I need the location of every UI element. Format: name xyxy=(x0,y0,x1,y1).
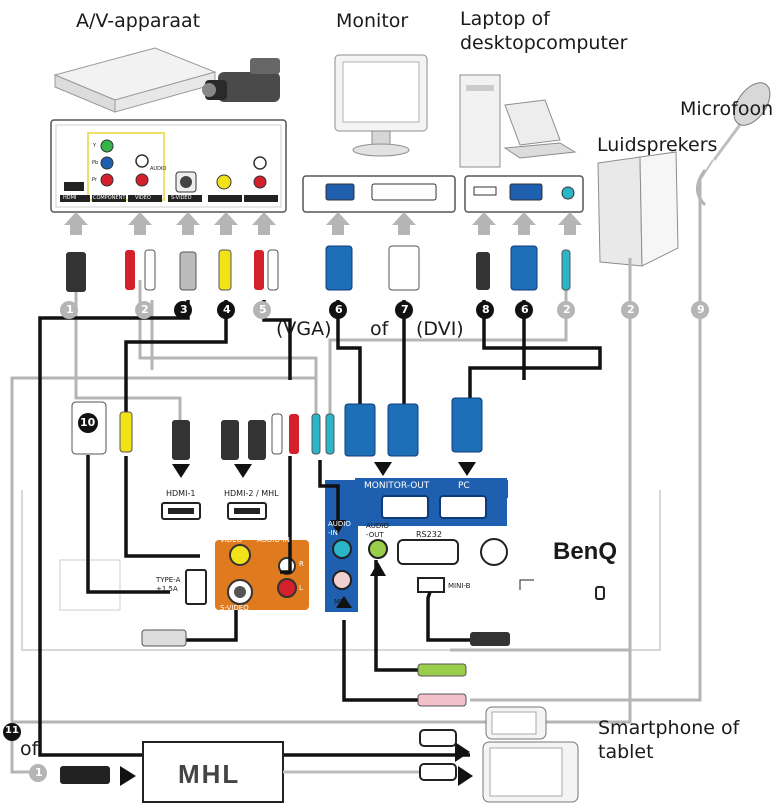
gray-cables xyxy=(12,180,700,772)
cable-number: 10 xyxy=(80,416,95,430)
cable-number: 11 xyxy=(5,725,19,738)
av-panel-component-label: COMPONENT xyxy=(93,195,125,201)
cable-number: 2 xyxy=(141,303,149,317)
av-device-panel xyxy=(51,120,286,212)
cable-plugs-top xyxy=(66,246,570,292)
or-label-middle: of xyxy=(370,318,388,342)
cable-number: 5 xyxy=(259,303,267,317)
av-panel-svideo-label: S-VIDEO xyxy=(171,195,192,201)
hdmi2-port-label: HDMI-2 / MHL xyxy=(224,489,279,499)
cable-number: 6 xyxy=(521,303,529,317)
dvi-label: (DVI) xyxy=(416,318,464,342)
camcorder-icon xyxy=(202,58,280,102)
mhl-logo: MHL xyxy=(178,758,240,791)
microphone-label: Microfoon xyxy=(680,98,773,122)
speakers-icon xyxy=(598,152,678,266)
av-panel-audio-label: AUDIO xyxy=(150,166,166,172)
monitor-port-panel xyxy=(303,176,455,212)
computer-icon xyxy=(460,75,575,167)
mini-b-port-label: MINI-B xyxy=(448,582,470,591)
av-panel-y-label: Y xyxy=(93,143,96,149)
cable-number: 7 xyxy=(401,303,409,317)
cable-number: 2 xyxy=(627,303,635,317)
pc-port-label: PC xyxy=(458,481,470,492)
av-panel-pr-label: Pr xyxy=(92,177,97,183)
cable-number: 2 xyxy=(563,303,571,317)
audio-out-label: AUDIO -OUT xyxy=(366,522,389,540)
vga-label: (VGA) xyxy=(276,318,332,342)
audio-in-mini-label: AUDIO -IN xyxy=(328,520,351,538)
cable-number: 9 xyxy=(697,303,705,317)
mhl-adapter-icon xyxy=(60,730,456,802)
monitor-icon xyxy=(335,55,427,156)
up-arrows xyxy=(64,212,582,235)
or-label-left: of xyxy=(20,738,38,762)
audio-in-port-label: AUDIO-IN xyxy=(257,536,290,545)
r-port-label: R xyxy=(299,560,304,569)
cable-number: 1 xyxy=(66,303,74,317)
av-panel-hdmi-label: HDMI xyxy=(63,195,76,201)
computer-port-panel xyxy=(465,176,583,212)
svideo-port-label: S-VIDEO xyxy=(220,604,249,613)
cable-number: 8 xyxy=(482,303,490,317)
mic-port-label: MIC xyxy=(334,598,347,607)
benq-logo: BenQ xyxy=(553,537,617,567)
av-device-label: A/V-apparaat xyxy=(76,10,200,34)
video-port-label: VIDEO xyxy=(220,536,242,545)
monitor-label: Monitor xyxy=(336,10,408,34)
l-port-label: L xyxy=(299,584,303,593)
av-panel-video-label: VIDEO xyxy=(135,195,151,201)
monitor-out-port-label: MONITOR-OUT xyxy=(364,481,429,492)
computer-label: Laptop of desktopcomputer xyxy=(460,8,627,56)
smartphone-label: Smartphone of tablet xyxy=(598,717,739,765)
cable-number: 4 xyxy=(223,303,231,317)
speakers-label: Luidsprekers xyxy=(597,134,717,158)
dvd-player-icon xyxy=(55,48,215,112)
hdmi1-port-label: HDMI-1 xyxy=(166,489,195,499)
cable-number: 6 xyxy=(335,303,343,317)
type-a-port-label: TYPE-A +1.5A xyxy=(156,576,180,594)
cable-number: 1 xyxy=(35,766,43,780)
cable-number: 3 xyxy=(180,303,188,317)
av-panel-pb-label: Pb xyxy=(92,160,98,166)
rs232-port-label: RS232 xyxy=(416,530,442,540)
